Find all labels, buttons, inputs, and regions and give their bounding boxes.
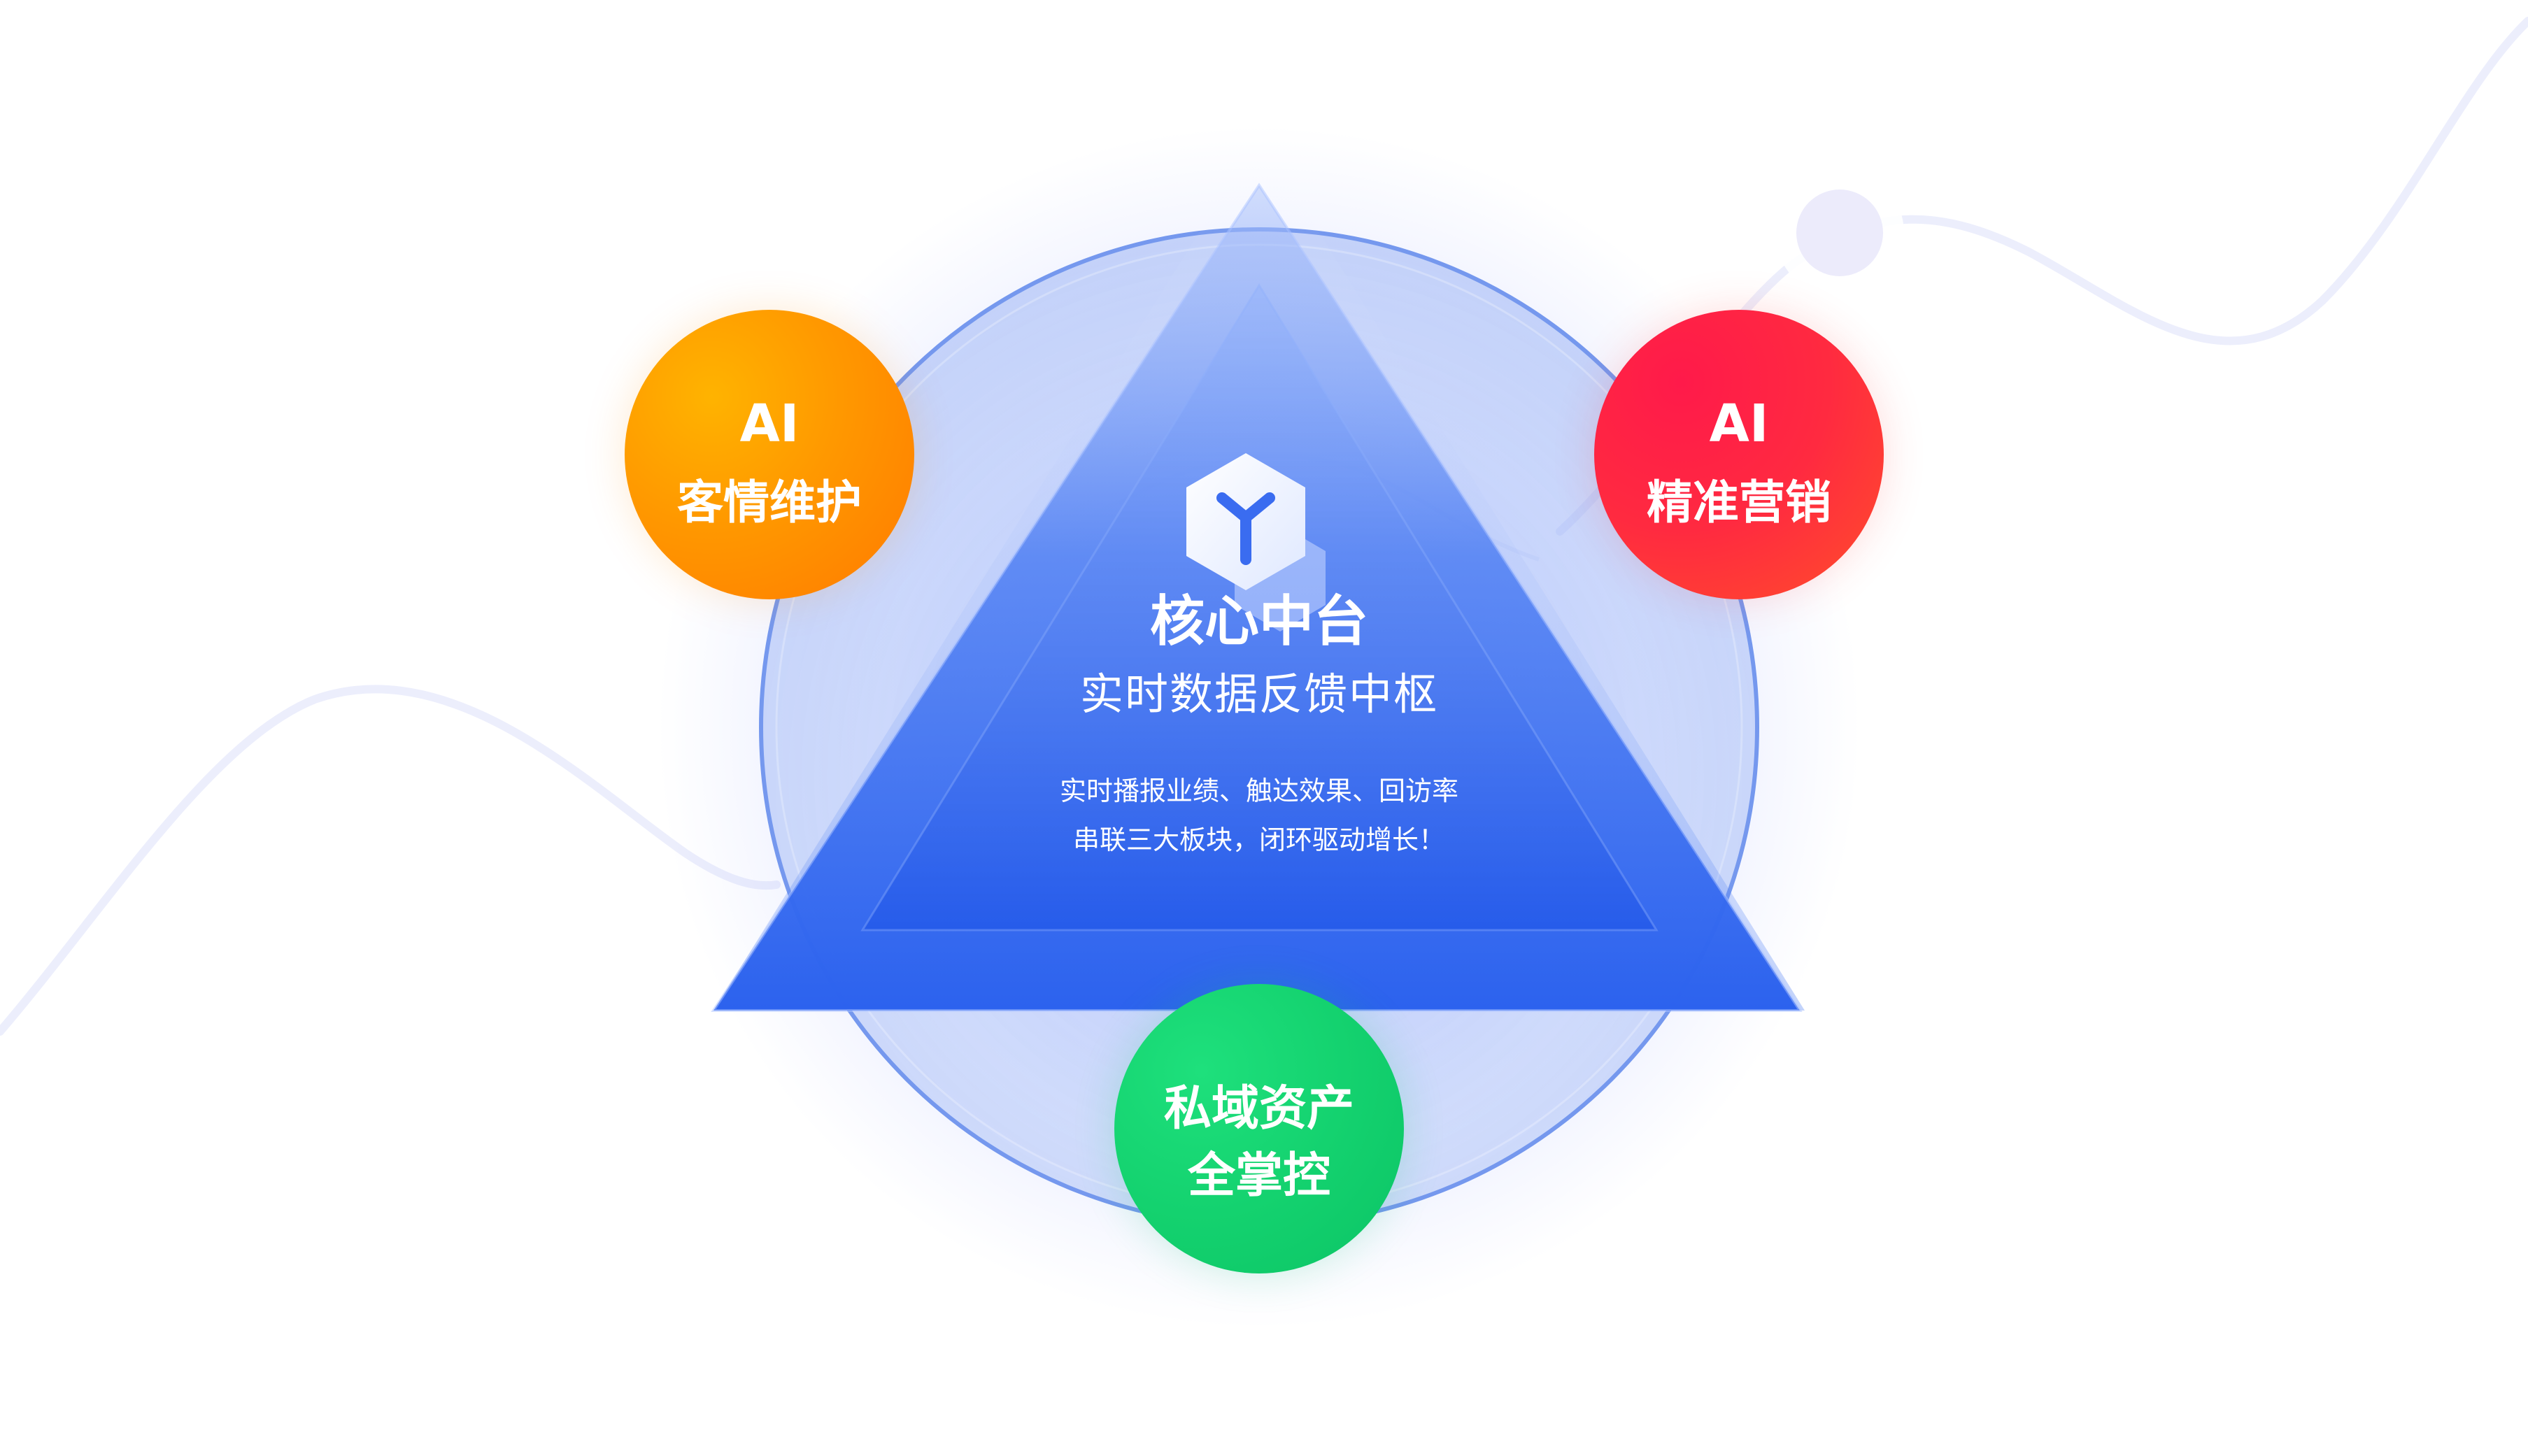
badge-private-domain-assets: 私域资产 全掌控 (1114, 984, 1404, 1273)
center-title: 核心中台 (1149, 590, 1368, 653)
badge-right-line-2: 精准营销 (1647, 476, 1831, 529)
cube-y-logo-icon (1186, 453, 1326, 631)
badge-right-line-1: AI (1709, 394, 1769, 454)
badge-left-line-2: 客情维护 (677, 476, 862, 529)
badge-bottom-line-1: 私域资产 (1163, 1081, 1354, 1136)
badge-ai-customer-care: AI 客情维护 (625, 310, 914, 599)
center-description-line-2: 串联三大板块，闭环驱动增长！ (1072, 825, 1445, 855)
center-description: 实时播报业绩、触达效果、回访率 串联三大板块，闭环驱动增长！ (976, 766, 1542, 864)
badge-bottom-line-2: 全掌控 (1187, 1148, 1330, 1204)
center-subtitle: 实时数据反馈中枢 (1079, 669, 1438, 720)
badge-ai-precision-marketing: AI 精准营销 (1594, 310, 1884, 599)
center-description-line-1: 实时播报业绩、触达效果、回访率 (1059, 776, 1458, 806)
badge-left-line-1: AI (739, 394, 800, 454)
decor-dot (1796, 190, 1883, 276)
